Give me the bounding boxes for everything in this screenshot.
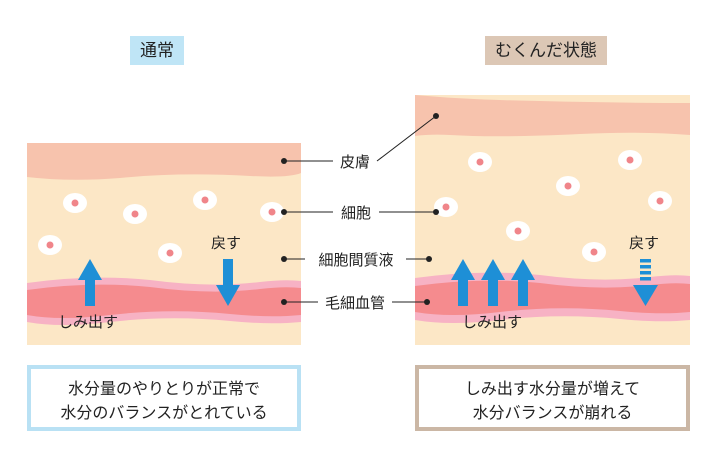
- swollen-skin-layer: [415, 95, 690, 137]
- cell: [648, 191, 672, 211]
- leader-dots: [281, 113, 439, 305]
- swollen-tissue: しみ出す 戻す: [415, 95, 690, 345]
- seep-arrow-up: [451, 259, 475, 306]
- normal-skin-layer: [27, 143, 301, 180]
- normal-return-label: 戻す: [211, 234, 241, 252]
- cell: [158, 243, 182, 263]
- swollen-return-label: 戻す: [629, 234, 659, 252]
- normal-caption: 水分量のやりとりが正常で 水分のバランスがとれている: [27, 365, 301, 431]
- swollen-caption-line-1: しみ出す水分量が増えて: [464, 379, 641, 398]
- swollen-seep-label: しみ出す: [462, 313, 522, 331]
- normal-caption-line-1: 水分量のやりとりが正常で: [67, 379, 260, 398]
- cell: [434, 197, 458, 217]
- cell: [506, 221, 530, 241]
- cell: [260, 202, 284, 222]
- cell: [123, 204, 147, 224]
- return-arrow-down: [216, 259, 240, 306]
- seep-arrow-up: [78, 259, 102, 306]
- cell: [618, 150, 642, 170]
- seep-arrow-up: [511, 259, 535, 306]
- normal-seep-label: しみ出す: [58, 313, 118, 331]
- seep-arrow-up: [481, 259, 505, 306]
- cell: [582, 242, 606, 262]
- normal-caption-line-2: 水分のバランスがとれている: [60, 403, 268, 422]
- swollen-caption: しみ出す水分量が増えて 水分バランスが崩れる: [415, 365, 690, 431]
- label-interstitial-fluid: 細胞間質液: [318, 251, 393, 269]
- label-cell: 細胞: [341, 204, 371, 222]
- cell: [193, 190, 217, 210]
- swollen-capillary: [415, 280, 690, 315]
- normal-tissue: しみ出す 戻す: [27, 143, 301, 345]
- cell: [38, 235, 62, 255]
- return-arrow-down-dashed: [633, 259, 658, 306]
- swollen-title: むくんだ状態: [485, 36, 607, 65]
- leader-lines: [284, 115, 437, 303]
- label-skin: 皮膚: [340, 153, 370, 171]
- cell: [468, 152, 492, 172]
- cell: [63, 193, 87, 213]
- cell: [556, 176, 580, 196]
- label-capillary: 毛細血管: [325, 294, 385, 312]
- swollen-caption-line-2: 水分バランスが崩れる: [472, 403, 633, 422]
- normal-title: 通常: [130, 36, 184, 65]
